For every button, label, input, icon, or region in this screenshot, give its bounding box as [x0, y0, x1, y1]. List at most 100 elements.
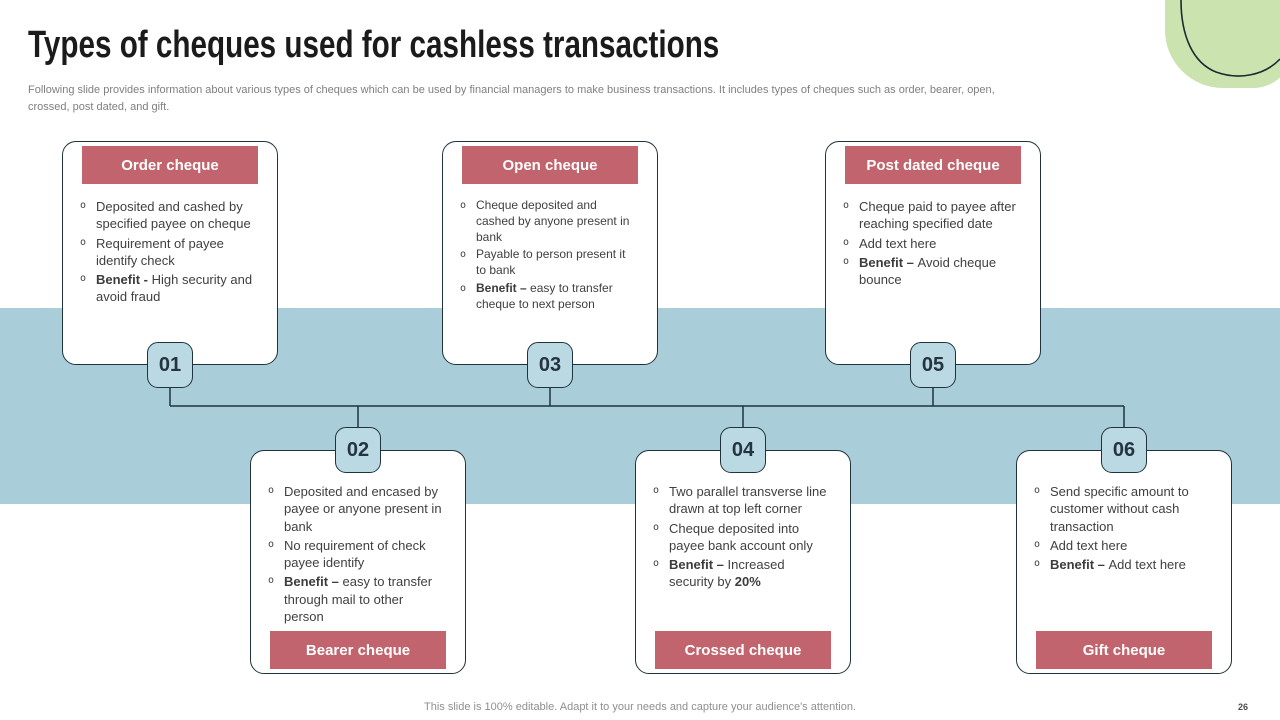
- bullet-text: Two parallel transverse line drawn at to…: [669, 484, 827, 517]
- step-number: 01: [158, 353, 182, 376]
- bullet-bold-lead: Benefit –: [669, 557, 728, 573]
- step-number-badge: 06: [1101, 427, 1147, 473]
- card-title: Post dated cheque: [866, 156, 1000, 174]
- bullet-text: Deposited and cashed by specified payee …: [96, 199, 251, 232]
- bullet-bold-lead: Benefit -: [96, 272, 152, 288]
- bullet-marker: o: [843, 255, 850, 267]
- bullet-marker: o: [1034, 485, 1041, 496]
- bullet-marker: o: [80, 200, 87, 211]
- bullet-item: o Payable to person present it to bank: [458, 247, 635, 279]
- card-title-bar: Order cheque: [82, 146, 258, 184]
- card-title-bar: Post dated cheque: [845, 146, 1021, 184]
- bullet-marker: o: [268, 485, 275, 496]
- bullet-text: Add text here: [1050, 537, 1128, 553]
- bullet-text: Cheque paid to payee after reaching spec…: [859, 199, 1016, 232]
- bullet-text: Avoid cheque bounce: [859, 254, 997, 288]
- bullet-bold-lead: Benefit –: [476, 281, 531, 296]
- bullet-marker: o: [268, 575, 275, 587]
- bullet-text: High security and avoid fraud: [96, 272, 253, 305]
- card-bullet-list: o Cheque paid to payee after reaching spe…: [841, 198, 1018, 290]
- bullet-item: o Benefit - High security and avoid fraud: [78, 271, 255, 306]
- card-bullet-list: o Deposited and encased by payee or anyon…: [266, 483, 443, 627]
- step-number: 06: [1112, 438, 1136, 461]
- cheque-card-05: Post dated cheque o Cheque paid to payee a…: [825, 141, 1041, 388]
- bullet-item: o Benefit – Avoid cheque bounce: [841, 254, 1018, 289]
- card-title-bar: Crossed cheque: [655, 631, 831, 669]
- bullet-marker: o: [653, 558, 660, 570]
- card-bullet-list: o Two parallel transverse line drawn at t…: [651, 483, 828, 593]
- bullet-text: easy to transfer through mail to other p…: [284, 574, 433, 624]
- bullet-marker: o: [268, 538, 275, 550]
- bullet-item: o Cheque deposited and cashed by anyone p…: [458, 198, 635, 245]
- bullet-item: o Benefit – Increased security by 20%: [651, 556, 828, 591]
- card-bullet-list: o Cheque deposited and cashed by anyone p…: [458, 198, 635, 315]
- bullet-marker: o: [460, 283, 467, 295]
- bullet-marker: o: [80, 236, 87, 248]
- bullet-marker: o: [1034, 558, 1041, 570]
- page-subtitle: Following slide provides information abo…: [28, 84, 995, 113]
- step-number: 02: [346, 438, 370, 461]
- cheque-card-03: Open cheque o Cheque deposited and cashed …: [442, 141, 658, 388]
- bullet-item: o Deposited and encased by payee or anyon…: [266, 483, 443, 535]
- bullet-bold-lead: Benefit –: [1050, 557, 1109, 573]
- bullet-text: Add text here: [859, 235, 937, 251]
- step-number-badge: 03: [527, 342, 573, 388]
- card-title: Bearer cheque: [305, 641, 411, 659]
- step-number: 03: [538, 353, 562, 376]
- bullet-text: Deposited and encased by payee or anyone…: [284, 484, 442, 534]
- bullet-text: Payable to person present it to bank: [476, 247, 626, 278]
- bullet-text: Cheque deposited into payee bank account…: [669, 520, 813, 553]
- bullet-item: o Benefit – easy to transfer through mail…: [266, 573, 443, 625]
- step-number: 04: [731, 438, 755, 461]
- bullet-marker: o: [653, 485, 660, 496]
- step-number: 05: [921, 353, 945, 376]
- bullet-text: Requirement of payee identify check: [96, 235, 224, 268]
- step-number-badge: 02: [335, 427, 381, 473]
- card-bullet-list: o Deposited and cashed by specified payee…: [78, 198, 255, 308]
- bullet-item: o Deposited and cashed by specified payee…: [78, 198, 255, 233]
- bullet-marker: o: [460, 249, 467, 261]
- bullet-text: Add text here: [1108, 557, 1186, 573]
- bullet-text: Increased security by: [669, 557, 785, 590]
- bullet-text: Cheque deposited and cashed by anyone pr…: [476, 198, 630, 244]
- bullet-marker: o: [80, 273, 87, 285]
- page-number: 26: [1237, 702, 1248, 712]
- bullet-item: o Benefit – easy to transfer cheque to ne…: [458, 281, 635, 313]
- card-title-bar: Bearer cheque: [270, 631, 446, 669]
- bullet-item: o Benefit – Add text here: [1032, 556, 1209, 573]
- cheque-card-01: Order cheque o Deposited and cashed by spe…: [62, 141, 278, 388]
- bullet-item: o Two parallel transverse line drawn at t…: [651, 483, 828, 518]
- bullet-marker: o: [843, 200, 850, 211]
- bullet-text: easy to transfer cheque to next person: [476, 281, 613, 311]
- bullet-marker: o: [1034, 538, 1041, 550]
- page-title: Types of cheques used for cashless trans…: [28, 24, 720, 66]
- card-title: Order cheque: [121, 156, 219, 174]
- cheque-card-04: Crossed cheque o Two parallel transverse l…: [635, 427, 851, 674]
- step-number-badge: 05: [910, 342, 956, 388]
- bullet-item: o Send specific amount to customer withou…: [1032, 483, 1209, 535]
- card-title-bar: Gift cheque: [1036, 631, 1212, 669]
- bullet-item: o Requirement of payee identify check: [78, 235, 255, 270]
- bullet-bold-value: 20%: [734, 574, 761, 590]
- step-number-badge: 04: [720, 427, 766, 473]
- bullet-text: Send specific amount to customer without…: [1050, 484, 1189, 534]
- bullet-marker: o: [460, 200, 467, 211]
- bullet-marker: o: [843, 236, 850, 248]
- card-title: Gift cheque: [1082, 641, 1166, 659]
- bullet-text: No requirement of check payee identify: [284, 537, 426, 571]
- step-number-badge: 01: [147, 342, 193, 388]
- card-title: Crossed cheque: [684, 641, 802, 659]
- bullet-bold-lead: Benefit –: [284, 574, 343, 590]
- green-pill-decoration: [1165, 0, 1280, 88]
- bullet-item: o Add text here: [841, 235, 1018, 252]
- bullet-item: o Cheque paid to payee after reaching spe…: [841, 198, 1018, 233]
- cheque-card-06: Gift cheque o Send specific amount to cust…: [1016, 427, 1232, 674]
- bullet-item: o Add text here: [1032, 537, 1209, 554]
- card-title-bar: Open cheque: [462, 146, 638, 184]
- bullet-bold-lead: Benefit –: [859, 254, 918, 270]
- bullet-item: o No requirement of check payee identify: [266, 537, 443, 572]
- footer-note: This slide is 100% editable. Adapt it to…: [424, 701, 856, 713]
- card-title: Open cheque: [502, 156, 598, 174]
